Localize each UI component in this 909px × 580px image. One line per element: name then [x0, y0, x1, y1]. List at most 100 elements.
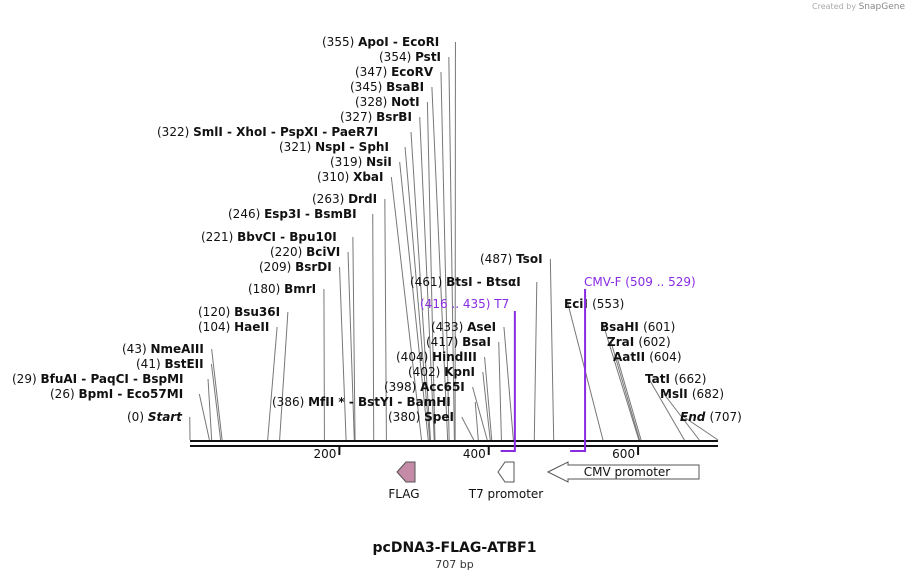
cmv-promoter-label: CMV promoter [584, 465, 671, 479]
site-label: AatII (604) [613, 350, 682, 364]
site-line [210, 363, 222, 441]
site-nsii[interactable]: (319) NsiI [330, 155, 392, 169]
site-bsabi[interactable]: (345) BsaBI [350, 80, 424, 94]
site-bsteii[interactable]: (41) BstEII [136, 357, 204, 371]
site-line [267, 326, 278, 441]
primer-cmvf[interactable]: CMV-F (509 .. 529) [570, 275, 696, 452]
site-label: (310) XbaI [317, 170, 384, 184]
site-esp3i[interactable]: (246) Esp3I - BsmBI [228, 207, 357, 221]
site-label: (347) EcoRV [355, 65, 434, 79]
site-bfuai[interactable]: (29) BfuAI - PaqCI - BspMI [12, 372, 184, 386]
site-label: (328) NotI [355, 95, 420, 109]
site-label: (319) NsiI [330, 155, 392, 169]
site-acc65i[interactable]: (398) Acc65I [384, 380, 465, 394]
site-bsahi[interactable]: BsaHI (601) [600, 320, 675, 334]
primer-t7[interactable]: (416 .. 435) T7 [420, 297, 516, 452]
site-spei[interactable]: (380) SpeI [388, 410, 454, 424]
site-bcivi[interactable]: (220) BciVI [270, 245, 340, 259]
site-bsrdi[interactable]: (209) BsrDI [259, 260, 332, 274]
site-ecorv[interactable]: (347) EcoRV [355, 65, 434, 79]
site-label: (345) BsaBI [350, 80, 424, 94]
site-label: (0) Start [127, 410, 183, 424]
site-label: (209) BsrDI [259, 260, 332, 274]
site-asei[interactable]: (433) AseI [431, 320, 496, 334]
site-label: (380) SpeI [388, 410, 454, 424]
site-apoi[interactable]: (355) ApoI - EcoRI [322, 35, 439, 49]
site-line [198, 393, 210, 441]
site-drdi[interactable]: (263) DrdI [312, 192, 377, 206]
site-label: (433) AseI [431, 320, 496, 334]
site-line [603, 326, 640, 441]
site-label: (461) BtsI - BtsαI [410, 275, 521, 289]
site-line [448, 56, 455, 441]
site-bmri[interactable]: (180) BmrI [248, 282, 316, 296]
site-line [410, 131, 431, 441]
site-line [616, 356, 642, 441]
site-line [440, 71, 450, 441]
site-line [404, 146, 431, 441]
feature-flag[interactable]: FLAG [388, 461, 420, 501]
site-line [533, 281, 538, 441]
site-btsi[interactable]: (461) BtsI - BtsαI [410, 275, 521, 289]
site-nspi[interactable]: (321) NspI - SphI [279, 140, 389, 154]
site-bsrbi[interactable]: (327) BsrBI [340, 110, 412, 124]
site-line [474, 401, 479, 441]
flag-arrow [396, 461, 416, 483]
site-line [372, 213, 375, 441]
site-label: (487) TsoI [480, 252, 543, 266]
site-bsu36i[interactable]: (120) Bsu36I [198, 305, 280, 319]
site-label: (246) Esp3I - BsmBI [228, 207, 357, 221]
site-haeii[interactable]: (104) HaeII [198, 320, 269, 334]
site-smli[interactable]: (322) SmlI - XhoI - PspXI - PaeR7I [157, 125, 378, 139]
site-label: (404) HindIII [396, 350, 477, 364]
site-tati[interactable]: TatI (662) [645, 372, 706, 386]
site-nmeaiii[interactable]: (43) NmeAIII [122, 342, 204, 356]
site-label: (402) KpnI [408, 365, 475, 379]
site-zrai[interactable]: ZraI (602) [607, 335, 671, 349]
site-end[interactable]: End (707) [680, 410, 742, 424]
site-line [484, 356, 493, 441]
site-xbai[interactable]: (310) XbaI [317, 170, 384, 184]
primer-label: CMV-F (509 .. 529) [584, 275, 696, 289]
site-line [339, 266, 347, 441]
site-label: (355) ApoI - EcoRI [322, 35, 439, 49]
site-bbvci[interactable]: (221) BbvCI - Bpu10I [201, 230, 337, 244]
site-line [498, 341, 502, 441]
site-tsoi[interactable]: (487) TsoI [480, 252, 543, 266]
primer-bracket [570, 289, 587, 452]
site-hindiii[interactable]: (404) HindIII [396, 350, 477, 364]
site-start[interactable]: (0) Start [127, 410, 183, 424]
site-label: (322) SmlI - XhoI - PspXI - PaeR7I [157, 125, 378, 139]
site-label: (417) BsaI [426, 335, 491, 349]
primers: (416 .. 435) T7 CMV-F (509 .. 529) [420, 275, 696, 452]
feature-t7-promoter[interactable]: T7 promoter [468, 461, 544, 501]
site-line [683, 416, 719, 441]
site-label: (386) MfII * - BstYI - BamHI [272, 395, 451, 409]
site-line [384, 198, 387, 441]
site-label: TatI (662) [645, 372, 706, 386]
site-label: (104) HaeII [198, 320, 269, 334]
site-msli[interactable]: MslI (682) [660, 387, 724, 401]
site-kpni[interactable]: (402) KpnI [408, 365, 475, 379]
credit-brand: SnapGene [858, 2, 905, 12]
feature-cmv-promoter[interactable]: CMV promoter [546, 461, 700, 483]
site-label: (220) BciVI [270, 245, 340, 259]
site-line [503, 326, 514, 441]
site-labels: (0) Start (26) BpmI - Eco57MI(29) BfuAI -… [12, 35, 742, 424]
site-bpmi[interactable]: (26) BpmI - Eco57MI [50, 387, 183, 401]
site-line [472, 386, 488, 441]
site-label: (26) BpmI - Eco57MI [50, 387, 183, 401]
site-line [279, 311, 289, 441]
site-psti[interactable]: (354) PstI [379, 50, 441, 64]
site-noti[interactable]: (328) NotI [355, 95, 420, 109]
site-ecii[interactable]: EciI (553) [564, 297, 624, 311]
credit-prefix: Created by [812, 2, 857, 11]
site-line [399, 161, 429, 441]
site-line [419, 116, 435, 441]
t7-promoter-label: T7 promoter [468, 487, 544, 501]
site-label: (398) Acc65I [384, 380, 465, 394]
site-bsai[interactable]: (417) BsaI [426, 335, 491, 349]
site-aatii[interactable]: AatII (604) [613, 350, 682, 364]
site-mfli[interactable]: (386) MfII * - BstYI - BamHI [272, 395, 451, 409]
